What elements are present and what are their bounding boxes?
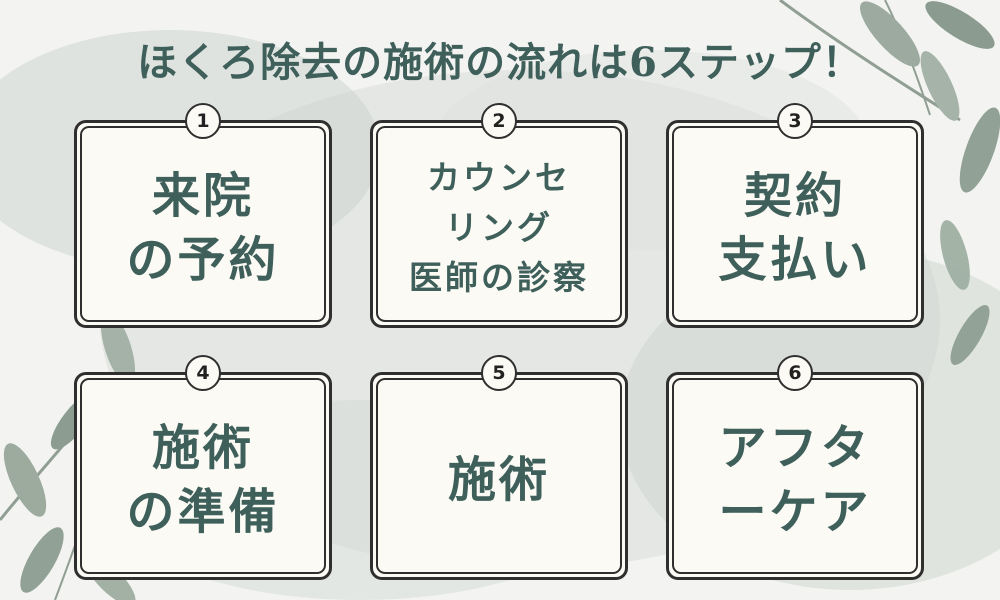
step-line: の予約 <box>126 232 280 288</box>
step-frame-6 <box>666 372 924 580</box>
step-number-badge: 4 <box>185 355 221 391</box>
step-line: アフタ <box>718 420 872 476</box>
step-line: ーケア <box>718 484 872 540</box>
step-number-badge: 5 <box>481 355 517 391</box>
step-line: 施術 <box>151 420 254 476</box>
step-number-badge: 3 <box>777 103 813 139</box>
step-frame-1 <box>74 120 332 328</box>
step-line: 施術 <box>447 452 550 508</box>
step-line: 来院 <box>151 168 254 224</box>
step-line: 支払い <box>718 232 872 288</box>
step-card-3: 3 契約 支払い <box>666 103 924 328</box>
step-line: カウンセ <box>427 158 571 197</box>
step-card-5: 5 施術 <box>370 355 628 580</box>
step-line: の準備 <box>126 484 280 540</box>
step-text: 来院 の予約 <box>88 138 318 318</box>
step-number-badge: 6 <box>777 355 813 391</box>
step-line: 契約 <box>743 168 846 224</box>
step-text: 契約 支払い <box>680 138 910 318</box>
step-text: 施術 <box>384 390 614 570</box>
step-line: リング <box>445 208 553 247</box>
step-frame-4 <box>74 372 332 580</box>
step-text: カウンセ リング 医師の診察 <box>384 138 614 318</box>
step-text: 施術 の準備 <box>88 390 318 570</box>
step-card-2: 2 カウンセ リング 医師の診察 <box>370 103 628 328</box>
step-frame-5 <box>370 372 628 580</box>
step-frame-2 <box>370 120 628 328</box>
page-title: ほくろ除去の施術の流れは6ステップ！ <box>137 39 863 86</box>
step-number-badge: 2 <box>481 103 517 139</box>
top-right-branch <box>779 0 1000 365</box>
step-card-4: 4 施術 の準備 <box>74 355 332 580</box>
step-line: 医師の診察 <box>409 258 589 297</box>
step-card-1: 1 来院 の予約 <box>74 103 332 328</box>
step-number-badge: 1 <box>185 103 221 139</box>
step-text: アフタ ーケア <box>680 390 910 570</box>
step-card-6: 6 アフタ ーケア <box>666 355 924 580</box>
